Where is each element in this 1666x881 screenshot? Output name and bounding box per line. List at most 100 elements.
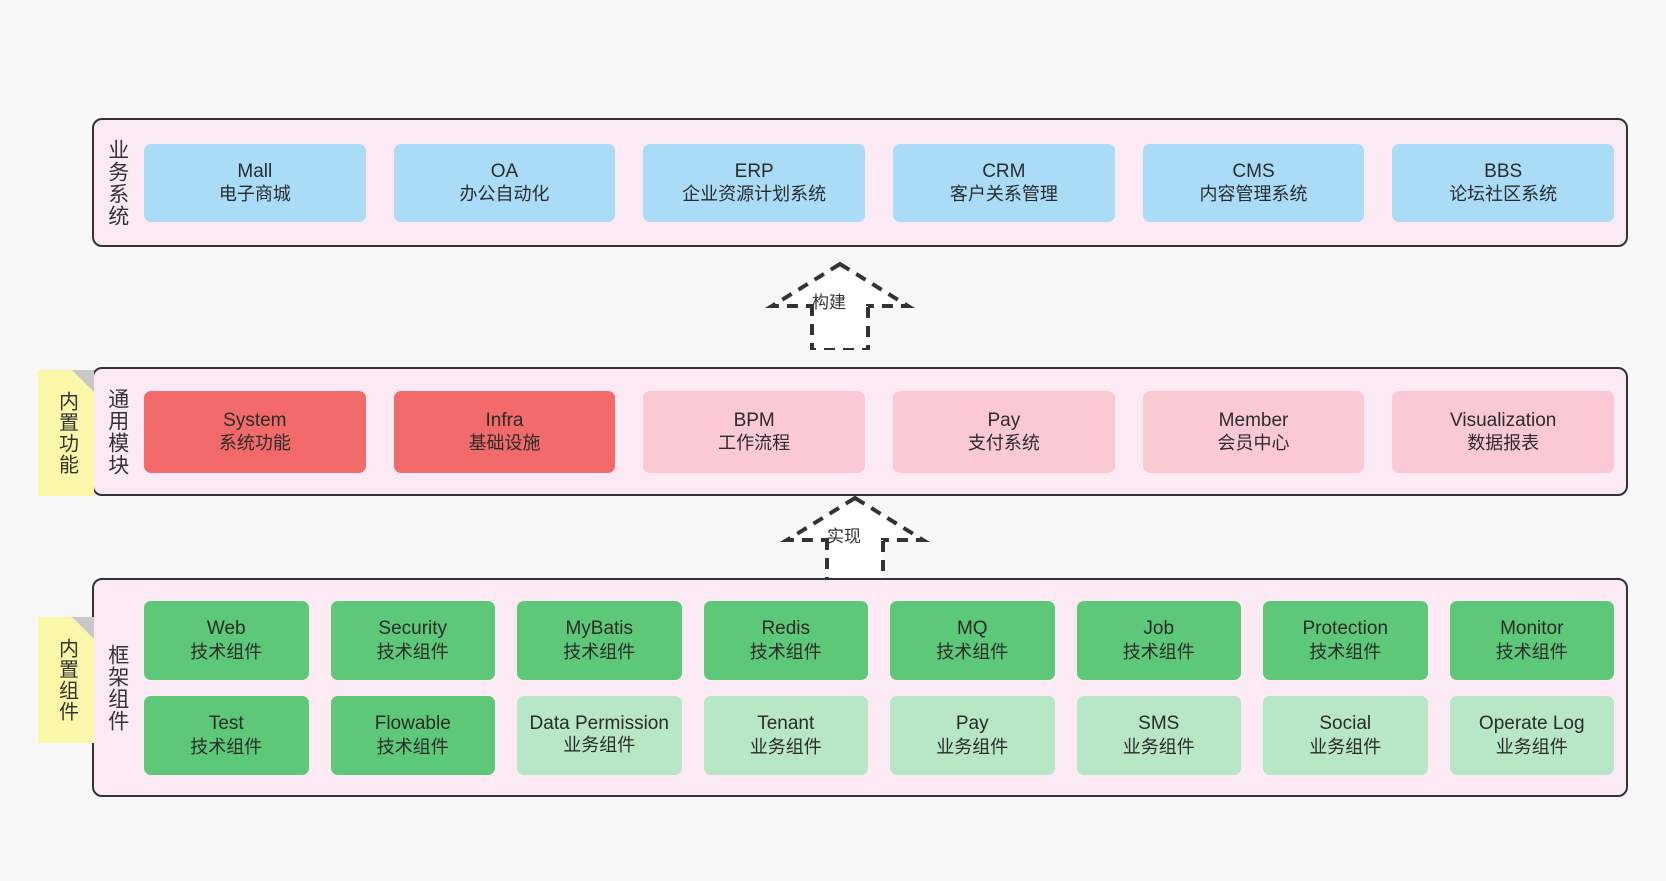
card-test-en: Test [208, 713, 244, 735]
connector-implement-label: 实现 [827, 527, 861, 546]
card-operate-log[interactable]: Operate Log 业务组件 [1449, 695, 1614, 775]
card-redis-en: Redis [761, 618, 811, 640]
card-monitor-cn: 技术组件 [1495, 641, 1568, 662]
card-pay-module-cn: 支付系统 [967, 433, 1040, 454]
card-bpm-cn: 工作流程 [718, 433, 791, 454]
card-security-cn: 技术组件 [376, 641, 449, 662]
card-data-permission-en: Data Permission [529, 713, 669, 735]
card-pay-module[interactable]: Pay 支付系统 [893, 390, 1115, 473]
card-flowable-en: Flowable [374, 713, 451, 735]
sticky-note-builtin-component-label: 内置组件 [55, 638, 78, 722]
card-social[interactable]: Social 业务组件 [1263, 695, 1428, 775]
card-social-en: Social [1319, 713, 1372, 735]
card-erp[interactable]: ERP 企业资源计划系统 [643, 143, 866, 222]
framework-biz-row: Test 技术组件 Flowable 技术组件 Data Permission … [144, 695, 1614, 775]
card-test-cn: 技术组件 [190, 736, 263, 757]
layer-common-module: 通用模块 System 系统功能 Infra 基础设施 BPM 工作流程 Pay… [92, 367, 1628, 496]
card-bpm-en: BPM [733, 409, 775, 431]
card-monitor[interactable]: Monitor 技术组件 [1449, 600, 1614, 680]
card-crm-cn: 客户关系管理 [949, 184, 1058, 205]
card-bbs-cn: 论坛社区系统 [1449, 184, 1558, 205]
module-card-row: System 系统功能 Infra 基础设施 BPM 工作流程 Pay 支付系统… [144, 390, 1615, 473]
card-mybatis-en: MyBatis [565, 618, 634, 640]
card-data-permission-cn: 业务组件 [563, 735, 636, 756]
card-member[interactable]: Member 会员中心 [1142, 390, 1365, 473]
card-web-cn: 技术组件 [190, 641, 263, 662]
connector-build-arrow-icon [764, 261, 916, 352]
layer-framework-component-body: Web 技术组件 Security 技术组件 MyBatis 技术组件 Redi… [140, 580, 1626, 795]
card-infra[interactable]: Infra 基础设施 [393, 390, 616, 473]
card-redis[interactable]: Redis 技术组件 [703, 600, 868, 680]
card-cms-cn: 内容管理系统 [1199, 184, 1308, 205]
card-infra-en: Infra [485, 409, 524, 431]
card-cms-en: CMS [1232, 160, 1275, 182]
card-sms[interactable]: SMS 业务组件 [1076, 695, 1241, 775]
card-mq[interactable]: MQ 技术组件 [890, 600, 1055, 680]
card-visualization-cn: 数据报表 [1467, 433, 1540, 454]
card-job-cn: 技术组件 [1122, 641, 1195, 662]
connector-implement: 实现 [775, 492, 935, 586]
card-sms-cn: 业务组件 [1122, 736, 1195, 757]
framework-tech-row: Web 技术组件 Security 技术组件 MyBatis 技术组件 Redi… [144, 600, 1614, 680]
connector-build-label: 构建 [812, 293, 846, 312]
card-oa-en: OA [490, 160, 519, 182]
card-social-cn: 业务组件 [1309, 736, 1382, 757]
card-mq-cn: 技术组件 [936, 641, 1009, 662]
card-pay-component-cn: 业务组件 [936, 736, 1009, 757]
card-erp-en: ERP [734, 160, 774, 182]
card-infra-cn: 基础设施 [468, 433, 541, 454]
card-erp-cn: 企业资源计划系统 [682, 184, 827, 205]
card-mall[interactable]: Mall 电子商城 [144, 143, 366, 222]
card-data-permission[interactable]: Data Permission 业务组件 [517, 695, 682, 775]
card-crm[interactable]: CRM 客户关系管理 [893, 143, 1115, 222]
card-mybatis[interactable]: MyBatis 技术组件 [517, 600, 682, 680]
layer-common-module-body: System 系统功能 Infra 基础设施 BPM 工作流程 Pay 支付系统… [140, 369, 1626, 494]
card-job-en: Job [1143, 618, 1175, 640]
card-protection-en: Protection [1302, 618, 1389, 640]
card-oa-cn: 办公自动化 [459, 184, 550, 205]
card-protection[interactable]: Protection 技术组件 [1263, 600, 1428, 680]
card-flowable[interactable]: Flowable 技术组件 [330, 695, 495, 775]
card-mall-cn: 电子商城 [218, 184, 291, 205]
card-bbs[interactable]: BBS 论坛社区系统 [1392, 143, 1615, 222]
card-system-en: System [223, 409, 287, 431]
business-card-row: Mall 电子商城 OA 办公自动化 ERP 企业资源计划系统 CRM 客户关系… [144, 143, 1615, 222]
card-security[interactable]: Security 技术组件 [330, 600, 495, 680]
card-pay-module-en: Pay [987, 409, 1021, 431]
card-pay-component-en: Pay [955, 713, 989, 735]
card-operate-log-en: Operate Log [1478, 713, 1585, 735]
card-bbs-en: BBS [1484, 160, 1523, 182]
connector-implement-arrow-icon [779, 495, 931, 586]
card-member-cn: 会员中心 [1217, 433, 1290, 454]
card-visualization-en: Visualization [1450, 409, 1557, 431]
card-oa[interactable]: OA 办公自动化 [393, 143, 616, 222]
layer-business-system-body: Mall 电子商城 OA 办公自动化 ERP 企业资源计划系统 CRM 客户关系… [140, 120, 1626, 245]
sticky-note-builtin-function-label: 内置功能 [55, 391, 78, 475]
layer-framework-component: 框架组件 Web 技术组件 Security 技术组件 MyBatis 技术组件… [92, 578, 1628, 797]
sticky-note-builtin-function: 内置功能 [38, 370, 94, 496]
layer-framework-component-title: 框架组件 [105, 643, 129, 732]
card-protection-cn: 技术组件 [1309, 641, 1382, 662]
card-system[interactable]: System 系统功能 [144, 390, 366, 473]
card-system-cn: 系统功能 [218, 433, 291, 454]
card-pay-component[interactable]: Pay 业务组件 [890, 695, 1055, 775]
card-mall-en: Mall [237, 160, 273, 182]
card-operate-log-cn: 业务组件 [1495, 736, 1568, 757]
card-cms[interactable]: CMS 内容管理系统 [1142, 143, 1365, 222]
card-bpm[interactable]: BPM 工作流程 [643, 390, 866, 473]
card-mq-en: MQ [956, 618, 988, 640]
layer-common-module-title: 通用模块 [105, 387, 129, 476]
sticky-note-builtin-component: 内置组件 [38, 617, 94, 743]
card-member-en: Member [1218, 409, 1289, 431]
card-sms-en: SMS [1138, 713, 1180, 735]
layer-business-system-title: 业务系统 [105, 138, 129, 227]
card-web[interactable]: Web 技术组件 [144, 600, 309, 680]
card-visualization[interactable]: Visualization 数据报表 [1392, 390, 1615, 473]
card-test[interactable]: Test 技术组件 [144, 695, 309, 775]
card-job[interactable]: Job 技术组件 [1076, 600, 1241, 680]
card-flowable-cn: 技术组件 [376, 736, 449, 757]
card-web-en: Web [206, 618, 246, 640]
card-tenant[interactable]: Tenant 业务组件 [703, 695, 868, 775]
card-tenant-cn: 业务组件 [749, 736, 822, 757]
